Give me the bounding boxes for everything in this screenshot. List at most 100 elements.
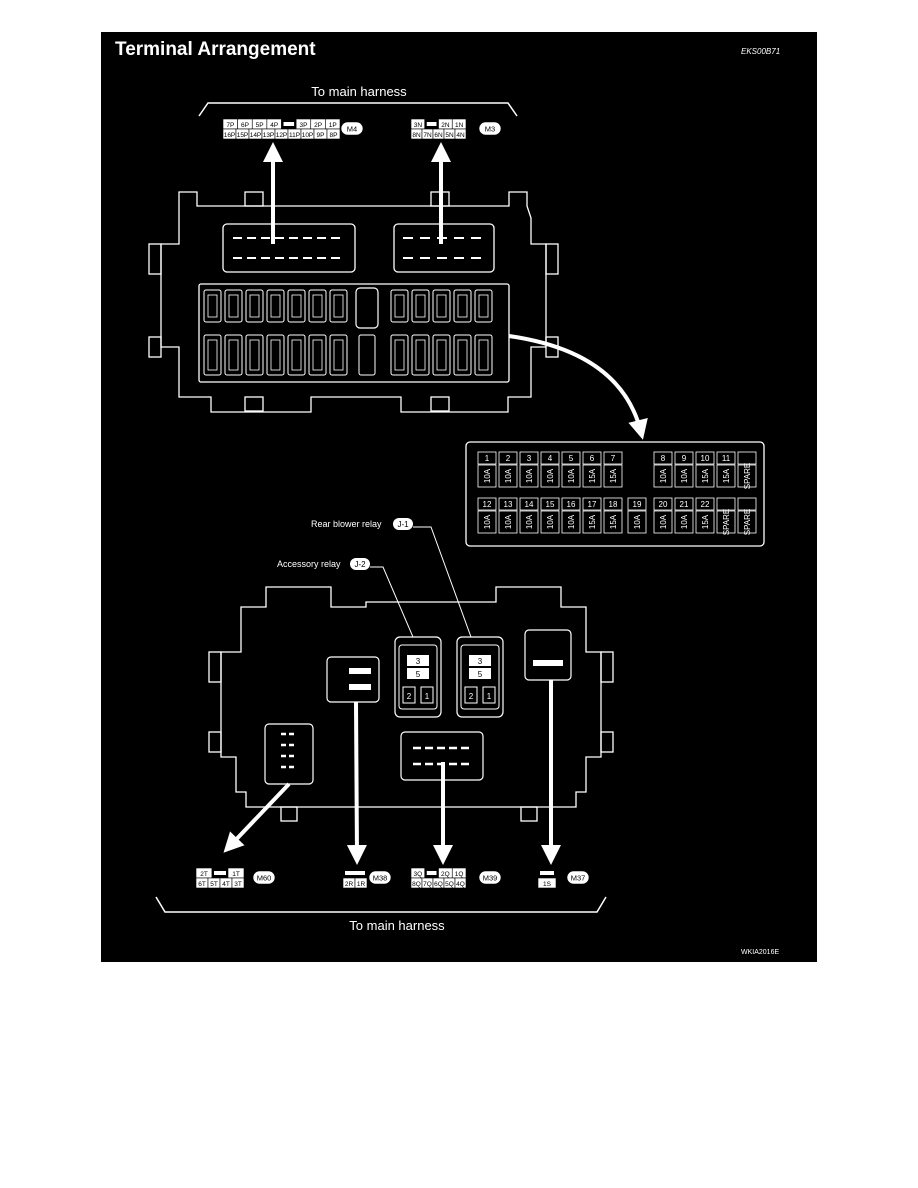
terminal-label: 1N [455,122,464,129]
arrow-down-m38 [346,701,367,865]
housing-fuse-slot [245,289,264,323]
fuse-rating: 10A [483,514,492,529]
fuse-number-cell [561,451,581,465]
socket-m38-pin [349,668,371,674]
housing-center-fuse-lower [358,334,376,376]
fuse-number: 17 [588,500,597,509]
terminal-label: 15P [237,132,249,139]
housing-fuse-slot [432,289,451,323]
housing-fuse-blade [270,339,281,371]
housing-fuse-slot [390,334,409,376]
terminal-label: 8P [330,132,338,139]
fuse-rating: 10A [525,514,534,529]
relay-terminal-label: 3 [416,657,421,666]
fuse-rating-cell [540,464,560,488]
fuse-number-cell [540,451,560,465]
leader-accessory [370,566,414,638]
housing-fuse-blade [228,339,239,371]
terminal-label: 4T [222,881,230,888]
relay-terminal [469,655,491,666]
fuse-rating: 15A [609,514,618,529]
housing-fuse-blade [394,339,405,371]
fuse-number-cell [716,497,736,511]
housing-fuse-slot [224,334,243,376]
fuse-rating-cell [540,510,560,534]
fuse-number-cell [674,497,694,511]
fuse-number: 2 [506,454,511,463]
terminal-label: 6T [198,881,206,888]
housing-fuse-slot [411,334,430,376]
fuse-rating-cell [498,464,518,488]
fuse-number-cell [737,451,757,465]
fuse-number: 20 [659,500,668,509]
terminal-label: 16P [224,132,236,139]
housing-fuse-slot [411,289,430,323]
terminal-key-slot [214,871,226,875]
fuse-rating: 15A [722,468,731,483]
housing-fuse-blade [312,294,323,318]
fuse-rating: 10A [567,514,576,529]
relay-terminal [407,668,429,679]
terminal-label: 1P [329,122,337,129]
lower-relay-block [208,586,614,822]
fuse-number: 10 [701,454,710,463]
top-bracket [198,102,518,117]
rear-blower-relay-inner [460,644,500,710]
housing-fuse-blade [249,294,260,318]
fuse-number-cell [540,497,560,511]
housing-fuse-blade [270,294,281,318]
fuse-number-cell [737,497,757,511]
fuse-number-cell [477,497,497,511]
fuse-rating: 10A [504,468,513,483]
fuse-rating: 10A [659,514,668,529]
fuse-rating-cell [477,510,497,534]
fuse-rating-cell [582,510,602,534]
fuse-number-cell [695,497,715,511]
terminal-label: 5P [256,122,264,129]
housing-fuse-blade [291,339,302,371]
terminal-label: 1T [232,871,240,878]
leader-rear-blower [413,526,472,638]
terminal-label: 4P [270,122,278,129]
fuse-number: 7 [611,454,616,463]
terminal-label: 13P [263,132,275,139]
fuse-number-cell [716,451,736,465]
housing-fuse-blade [394,294,405,318]
terminal-label: 12P [276,132,288,139]
terminal-label: 3T [234,881,242,888]
upper-fuse-block [148,191,559,413]
fuse-rating-cell [627,510,647,534]
fuse-rating: SPARE [722,509,731,536]
terminal-label: 5N [445,132,454,139]
housing-fuse-slot [245,334,264,376]
socket-m38-pin [349,684,371,690]
housing-fuse-blade [207,294,218,318]
fuse-number-cell [603,451,623,465]
housing-fuse-slot [203,334,222,376]
fuse-rating: 15A [701,514,710,529]
accessory-relay-tag-text: J-2 [354,560,366,569]
fuse-rating: 15A [588,514,597,529]
doc-code: EKS00B71 [741,47,780,56]
fuse-legend [465,441,765,547]
terminal-label: 4Q [456,881,465,888]
accessory-relay-inner [398,644,438,710]
fuse-rating-cell [561,510,581,534]
fuse-rating-cell [519,464,539,488]
housing-fuse-slot [203,289,222,323]
fuse-rating-cell [653,464,673,488]
housing-fuse-blade [478,294,489,318]
fuse-rating: 10A [680,514,689,529]
housing-fuse-blade [207,339,218,371]
housing-fuse-slot [474,334,493,376]
fuse-rating-cell [737,510,757,534]
terminal-label: 3N [414,122,423,129]
terminal-label: 2T [200,871,208,878]
relay-terminal-label: 5 [416,670,421,679]
connector-tag [566,870,590,885]
terminal-label: 5Q [445,881,454,888]
connector-tag-text: M60 [257,874,272,883]
